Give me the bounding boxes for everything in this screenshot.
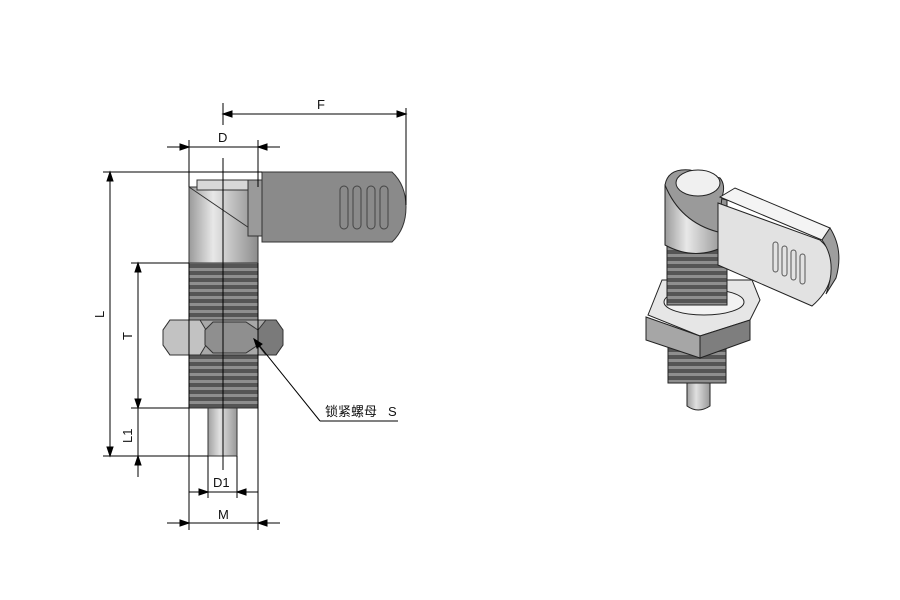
dim-label-l1: L1 — [120, 429, 135, 443]
lever — [261, 171, 407, 243]
plunger-cap — [196, 179, 252, 191]
dim-label-t: T — [120, 332, 135, 340]
dim-label-m: M — [218, 507, 229, 522]
lever-grip-slots — [339, 185, 389, 230]
dimension-lines — [103, 103, 408, 530]
dim-label-d1: D1 — [213, 475, 230, 490]
dim-label-d: D — [218, 130, 227, 145]
front-view — [162, 158, 407, 470]
lock-nut — [162, 319, 284, 356]
callout-lock-nut-label: 锁紧螺母 — [325, 404, 377, 420]
isometric-view — [645, 169, 840, 411]
dim-label-f: F — [317, 97, 325, 112]
dimension-labels: F D L T L1 D1 M 锁紧螺母 S — [92, 97, 397, 522]
dim-label-l: L — [92, 311, 107, 318]
callout-lock-nut-symbol: S — [388, 404, 397, 419]
